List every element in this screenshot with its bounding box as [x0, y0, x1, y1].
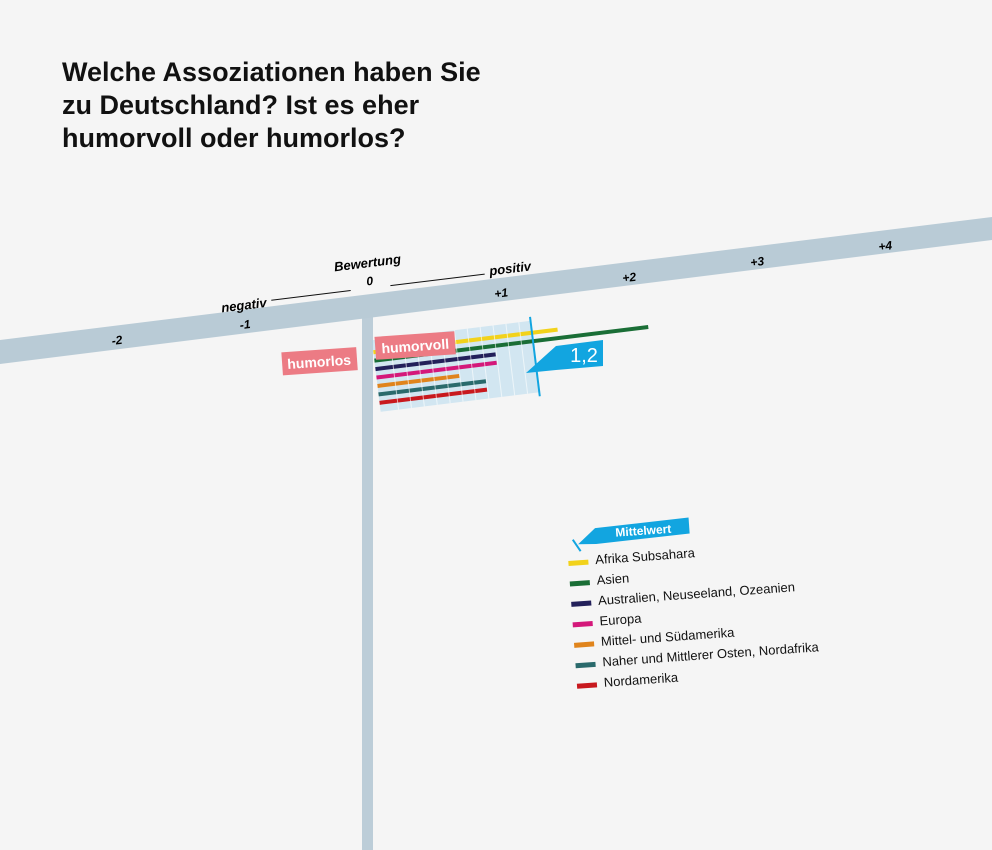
- mean-value: 1,2: [570, 345, 598, 367]
- bar: [378, 379, 487, 397]
- zero-pole: [362, 300, 373, 850]
- tick-label: +2: [622, 270, 638, 286]
- legend-label: Nordamerika: [603, 670, 679, 690]
- arrow-negative: [271, 290, 351, 301]
- bar: [375, 352, 496, 372]
- bar: [379, 387, 488, 405]
- axis-positive-label: positiv: [487, 258, 532, 278]
- mittelwert-callout: [578, 517, 690, 545]
- arrow-positive: [390, 273, 485, 287]
- legend-swatch: [573, 641, 595, 648]
- bar: [376, 360, 497, 380]
- chart-title: Welche Assoziationen haben Sie zu Deutsc…: [62, 57, 481, 153]
- tick-label: +3: [750, 254, 766, 270]
- axis-label: Bewertung: [333, 251, 402, 274]
- legend-swatch: [572, 620, 593, 628]
- legend-label: Europa: [599, 611, 643, 629]
- legend-swatch: [568, 559, 589, 567]
- mean-line: [529, 316, 541, 397]
- mittelwert-tick: [571, 539, 582, 552]
- grid-line: [479, 326, 490, 399]
- grid-line: [453, 330, 464, 402]
- legend-swatch: [571, 600, 592, 607]
- tick-label: 0: [366, 274, 375, 289]
- mean-callout: [526, 340, 603, 373]
- legend-label: Afrika Subsahara: [595, 545, 696, 567]
- legend-swatch: [576, 682, 598, 689]
- tick-label: +4: [878, 238, 894, 254]
- tick-label: -2: [111, 333, 124, 348]
- grid-line: [518, 322, 529, 394]
- humorlos-label-bg: [281, 347, 358, 376]
- tick-label: +1: [493, 285, 509, 301]
- bar: [377, 373, 460, 388]
- legend-label: Asien: [596, 570, 629, 587]
- mittelwert-label: Mittelwert: [615, 522, 672, 540]
- grid-line: [466, 328, 477, 401]
- humorvoll-label: humorvoll: [381, 336, 450, 357]
- axis-negative-label: negativ: [220, 295, 268, 316]
- tick-label: -1: [239, 317, 252, 332]
- grid-line: [492, 325, 503, 397]
- legend-label: Mittel- und Südamerika: [600, 625, 735, 649]
- humorlos-label: humorlos: [287, 352, 352, 372]
- legend-swatch: [569, 580, 591, 587]
- legend-swatch: [575, 661, 596, 669]
- axis-band: [0, 217, 992, 364]
- humorvoll-label-bg: [374, 331, 456, 360]
- grid-line: [505, 323, 516, 396]
